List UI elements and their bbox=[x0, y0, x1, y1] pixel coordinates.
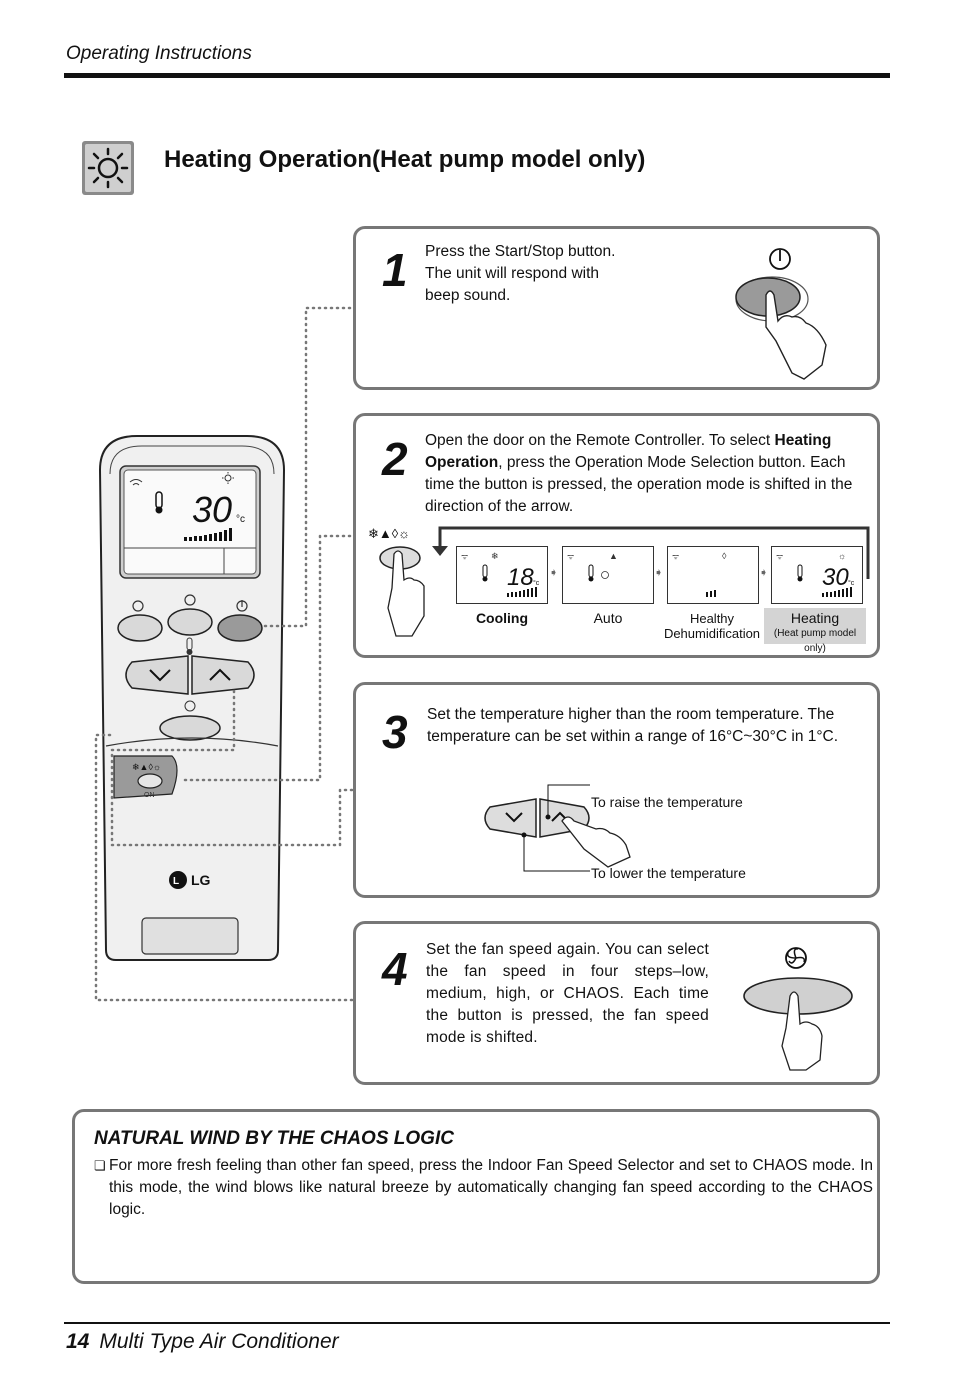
step-1-box: 1 Press the Start/Stop button. The unit … bbox=[353, 226, 880, 390]
step-3-box: 3 Set the temperature higher than the ro… bbox=[353, 682, 880, 898]
svg-text:❄▲◊☼: ❄▲◊☼ bbox=[368, 526, 410, 541]
arrow-icon: ➧ bbox=[654, 567, 664, 579]
svg-text:ᯤ: ᯤ bbox=[672, 552, 679, 561]
mode-display-value: 30 bbox=[822, 564, 849, 591]
svg-text:◊: ◊ bbox=[722, 551, 727, 561]
step-number: 2 bbox=[382, 433, 408, 485]
footer-title: Multi Type Air Conditioner bbox=[99, 1330, 339, 1353]
mode-display-unit: °c bbox=[848, 579, 855, 587]
page-number: 14 bbox=[66, 1330, 90, 1353]
svg-text:ᯤ: ᯤ bbox=[461, 552, 468, 561]
mode-select-button-icon: ❄▲◊☼ bbox=[368, 526, 425, 637]
note-box bbox=[72, 1109, 880, 1284]
lower-temperature-label: To lower the temperature bbox=[591, 865, 746, 881]
remote-door-label: ON bbox=[144, 792, 155, 799]
checkbox-bullet-icon: ❏ bbox=[94, 1158, 106, 1173]
svg-text:☼: ☼ bbox=[838, 551, 846, 561]
step-number: 3 bbox=[382, 706, 408, 758]
step-text: Open the door on the Remote Controller. … bbox=[425, 432, 853, 515]
remote-controller: 30 °c ❄▲◊☼ ON bbox=[92, 430, 362, 1010]
svg-text:❄: ❄ bbox=[491, 551, 499, 561]
mode-label-heating: Heating (Heat pump model only) bbox=[764, 608, 866, 654]
header-rule bbox=[64, 73, 890, 78]
mode-lcd-cooling: ᯤ ❄ 18 °c bbox=[456, 546, 548, 604]
mode-label-dehumidification: Healthy Dehumidification bbox=[663, 611, 761, 641]
fan-icon bbox=[743, 947, 853, 1071]
page-header: Operating Instructions bbox=[66, 43, 252, 64]
power-button-icon bbox=[735, 248, 827, 380]
step-text: Set the fan speed again. You can select … bbox=[426, 941, 709, 1046]
raise-temperature-label: To raise the temperature bbox=[591, 794, 743, 810]
svg-text:L: L bbox=[173, 876, 179, 887]
mode-lcd-auto: ᯤ ▲ bbox=[562, 546, 654, 604]
svg-text:❄▲◊☼: ❄▲◊☼ bbox=[132, 762, 161, 772]
step-text: Set the temperature higher than the room… bbox=[427, 706, 839, 745]
note-title: NATURAL WIND BY THE CHAOS LOGIC bbox=[94, 1128, 454, 1149]
step-number: 1 bbox=[382, 244, 408, 296]
svg-text:▲: ▲ bbox=[609, 551, 618, 561]
mode-label-cooling: Cooling bbox=[475, 610, 529, 626]
arrow-icon: ➧ bbox=[549, 567, 559, 579]
svg-text:ᯤ: ᯤ bbox=[567, 552, 574, 561]
page-footer: 14 Multi Type Air Conditioner bbox=[66, 1330, 339, 1354]
mode-label-auto: Auto bbox=[593, 610, 623, 626]
remote-display-temp: 30 bbox=[192, 489, 232, 530]
arrow-icon: ➧ bbox=[759, 567, 769, 579]
temperature-buttons-icon bbox=[484, 784, 631, 872]
step-4-box: 4 Set the fan speed again. You can selec… bbox=[353, 921, 880, 1085]
mode-display-unit: °c bbox=[533, 579, 540, 587]
svg-text:ᯤ: ᯤ bbox=[776, 552, 783, 561]
note-body: ❏For more fresh feeling than other fan s… bbox=[94, 1157, 873, 1218]
mode-display-value: 18 bbox=[507, 564, 534, 591]
sun-heat-icon bbox=[82, 141, 134, 195]
step-text: Press the Start/Stop button. The unit wi… bbox=[425, 243, 616, 304]
remote-display-unit: °c bbox=[236, 514, 245, 525]
mode-lcd-dehumidification: ᯤ ◊ bbox=[667, 546, 759, 604]
mode-lcd-heating: ᯤ ☼ 30 °c bbox=[771, 546, 863, 604]
step-number: 4 bbox=[382, 943, 408, 995]
section-title: Heating Operation(Heat pump model only) bbox=[164, 146, 646, 173]
cycle-arrow bbox=[432, 526, 870, 579]
footer-rule bbox=[64, 1322, 890, 1324]
remote-brand: LG bbox=[191, 872, 211, 888]
step-2-box: 2 Open the door on the Remote Controller… bbox=[353, 413, 880, 658]
